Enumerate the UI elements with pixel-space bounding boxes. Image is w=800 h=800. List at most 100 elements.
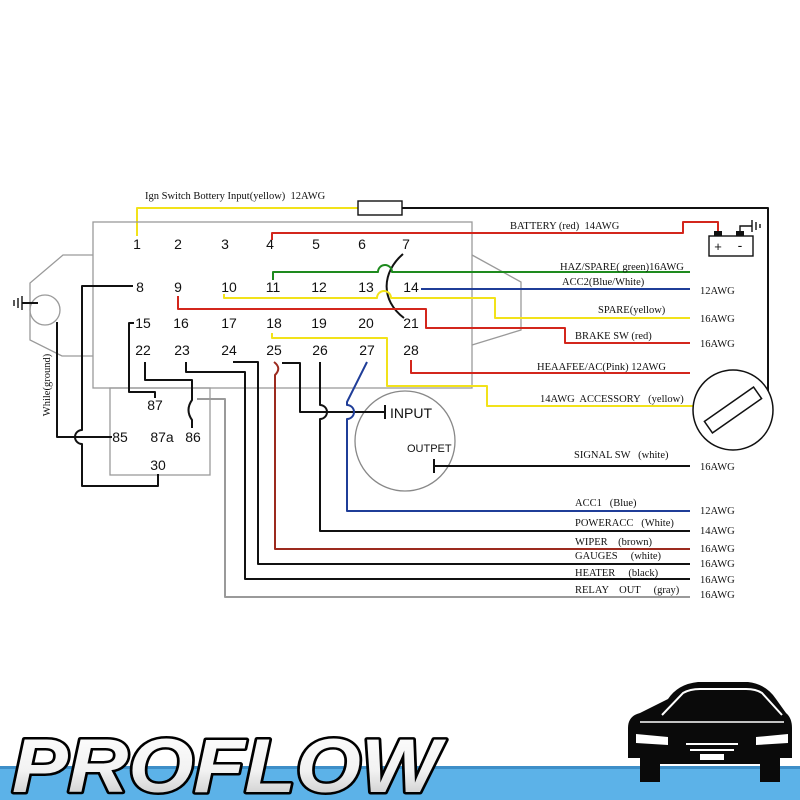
relay-out-gauge: 16AWG (700, 590, 735, 601)
relay-pin-86: 86 (185, 429, 201, 445)
heater-ac-wire (410, 360, 690, 374)
gauges-wire-group: GAUGES (white) 16AWG (233, 361, 735, 570)
gauges-gauge: 16AWG (700, 559, 735, 570)
relay-body (109, 387, 211, 476)
connector-body (92, 221, 473, 389)
pin-8-relay-wire (74, 285, 159, 487)
heater-gauge: 16AWG (700, 575, 735, 586)
pin-16: 16 (173, 315, 189, 331)
pin-27: 27 (359, 342, 375, 358)
acc2-label: ACC2(Blue/White) (562, 277, 645, 288)
car-headlight-right (756, 734, 788, 745)
haz-spare-wire-group: HAZ/SPARE( green)16AWG (272, 262, 690, 280)
battery-ground-icon (751, 220, 761, 232)
signal-module-body (354, 390, 456, 492)
spare-gauge: 16AWG (700, 314, 735, 325)
wiper-label: WIPER (brown) (575, 537, 652, 548)
relay-out-wire-group: RELAY OUT (gray) 16AWG (197, 398, 735, 601)
pin-28: 28 (403, 342, 419, 358)
pin-5: 5 (312, 236, 320, 252)
ign-input-wire (136, 207, 358, 236)
pin-24: 24 (221, 342, 237, 358)
battery-positive-terminal (714, 231, 722, 236)
wiper-gauge: 16AWG (700, 544, 735, 555)
battery-wire-label: BATTERY (red) 14AWG (510, 221, 620, 232)
battery-plus-sign: + (714, 239, 722, 254)
acc1-label: ACC1 (Blue) (575, 498, 637, 509)
acc2-wire-group: ACC2(Blue/White) 12AWG (421, 277, 735, 297)
poweracc-gauge: 14AWG (700, 526, 735, 537)
battery: + - (708, 220, 761, 257)
heater-ac-label: HEAAFEE/AC(Pink) 12AWG (537, 362, 666, 373)
relay-pin-30: 30 (150, 457, 166, 473)
wiper-wire (273, 361, 690, 550)
acc1-wire-group: ACC1 (Blue) 12AWG (346, 361, 735, 517)
pin-22-relay-wire (144, 362, 193, 428)
pin-19: 19 (311, 315, 327, 331)
ground-wire (56, 322, 112, 438)
mounting-hole (29, 294, 61, 326)
pin-9: 9 (174, 279, 182, 295)
relay-pin-87: 87 (147, 397, 163, 413)
battery-minus-sign: - (738, 237, 743, 253)
pin-26: 26 (312, 342, 328, 358)
relay-pin-87a: 87a (150, 429, 174, 445)
acc1-wire (346, 361, 690, 512)
haz-spare-label: HAZ/SPARE( green)16AWG (560, 262, 684, 273)
pin-8: 8 (136, 279, 144, 295)
brake-sw-label: BRAKE SW (red) (575, 331, 652, 342)
connector-pins: 1 2 3 4 5 6 7 8 9 10 11 12 13 14 15 16 1… (133, 236, 419, 358)
pin-11: 11 (266, 279, 281, 295)
gauges-label: GAUGES (white) (575, 551, 662, 562)
signal-sw-wire (433, 459, 690, 473)
poweracc-wire (319, 362, 690, 532)
brand-band (0, 766, 800, 800)
pin-10: 10 (221, 279, 237, 295)
pin-23: 23 (174, 342, 190, 358)
battery-body (708, 235, 754, 257)
relay-pin-85: 85 (112, 429, 128, 445)
relay: 87 85 87a 86 30 (109, 387, 211, 476)
pin-17: 17 (221, 315, 237, 331)
pin-14: 14 (403, 279, 419, 295)
heater-ac-wire-group: HEAAFEE/AC(Pink) 12AWG (410, 360, 690, 374)
pin-18: 18 (266, 315, 282, 331)
signal-sw-wire-group: SIGNAL SW (white) 16AWG (433, 450, 735, 473)
proflow-logo: PROFLOW (12, 724, 447, 800)
battery-negative-terminal (736, 231, 744, 236)
battery-wire (271, 221, 719, 240)
battery-wire-group: BATTERY (red) 14AWG (271, 221, 719, 240)
fuse (357, 200, 403, 216)
car-headlight-left (636, 734, 668, 745)
ign-switch-input-label: Ign Switch Bottery Input(yellow) 12AWG (145, 191, 326, 202)
brake-sw-wire-group: BRAKE SW (red) 16AWG (177, 296, 735, 350)
input-wire (282, 362, 386, 419)
car-grille (686, 743, 738, 751)
pin-4: 4 (266, 236, 274, 252)
fuse-to-switch-wire (402, 207, 769, 391)
pin-3: 3 (221, 236, 229, 252)
poweracc-wire-group: POWERACC (White) 14AWG (319, 362, 735, 537)
pin-12: 12 (311, 279, 327, 295)
heater-wire (185, 362, 690, 580)
wiper-wire-group: WIPER (brown) 16AWG (273, 361, 735, 555)
heater-label: HEATER (black) (575, 568, 659, 579)
ground-icon (13, 296, 23, 310)
pin-15: 15 (135, 315, 151, 331)
pin-6: 6 (358, 236, 366, 252)
brake-sw-wire (177, 296, 690, 344)
brand-band-edge (0, 766, 800, 769)
acc1-gauge: 12AWG (700, 506, 735, 517)
jumper-7-21-wire (385, 253, 405, 319)
connector-housing (29, 221, 522, 389)
accessory-wire-group: 14AWG ACCESSORY (yellow) (271, 333, 697, 407)
signal-sw-label: SIGNAL SW (white) (574, 450, 669, 461)
pin-7: 7 (402, 236, 410, 252)
pin-25: 25 (266, 342, 282, 358)
pin-2: 2 (174, 236, 182, 252)
signal-sw-gauge: 16AWG (700, 462, 735, 473)
output-label: OUTPET (407, 443, 452, 455)
spare-wire-group: SPARE(yellow) 16AWG (223, 290, 735, 325)
pin-1: 1 (133, 236, 141, 252)
